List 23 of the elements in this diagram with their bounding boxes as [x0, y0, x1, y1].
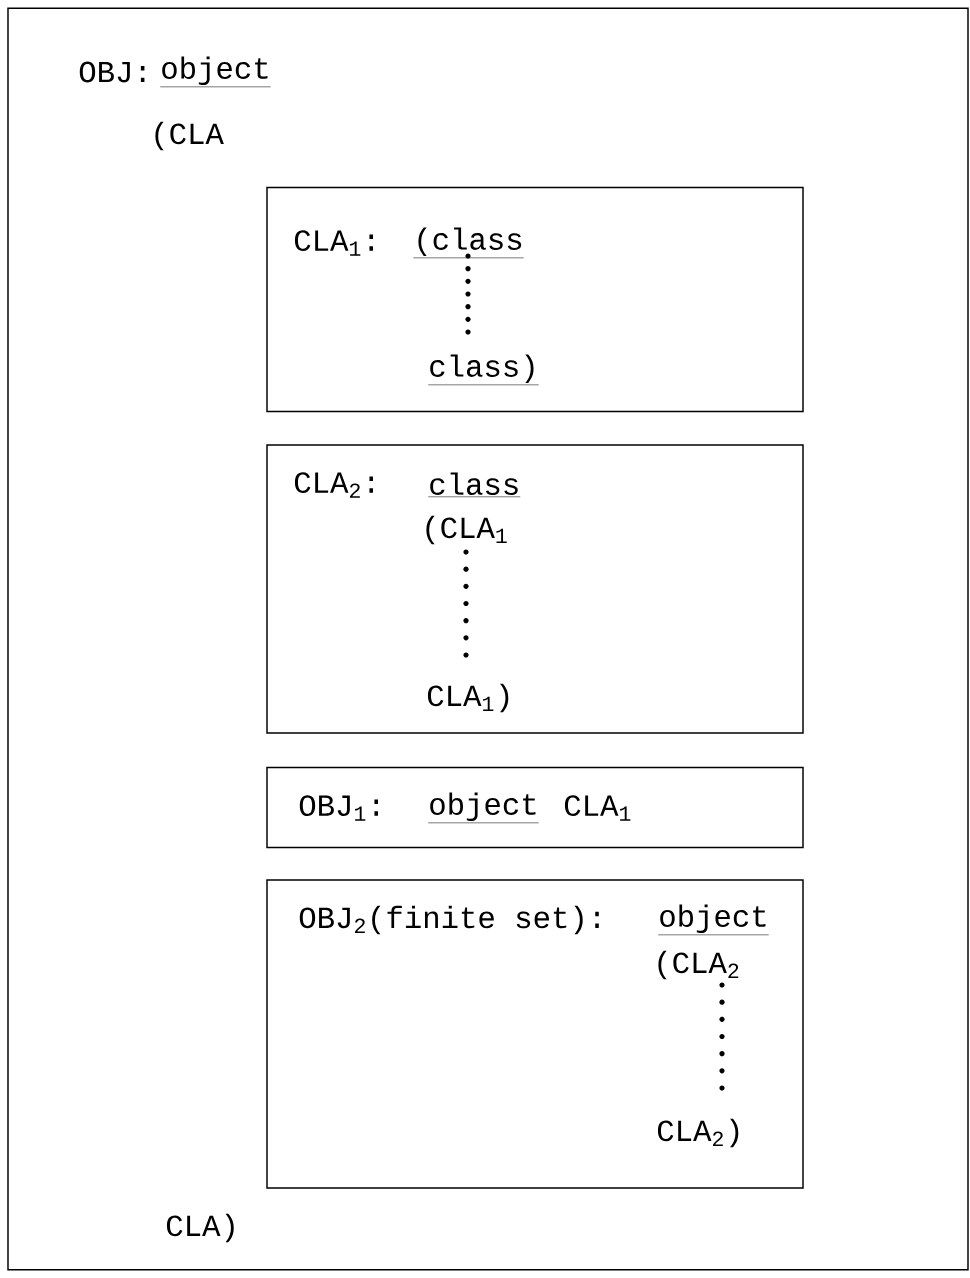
definition-box [266, 444, 804, 734]
code-text: OBJ: [79, 61, 145, 83]
code-text: object [658, 904, 769, 936]
code-text: object [160, 56, 271, 88]
definition-box [266, 766, 804, 849]
code-text: class [428, 472, 521, 498]
code-text: CLA$_{1}$) [427, 683, 509, 713]
definition-box [266, 186, 804, 413]
code-text: CLA$_{2}$: [294, 472, 373, 498]
code-text: class) [428, 354, 539, 386]
code-text: CLA$_{1}$: [294, 230, 373, 256]
code-text: OBJ$_{2}$(finite set): [299, 905, 599, 935]
code-text: (CLA$_{2}$ [658, 950, 739, 980]
code-text: (class [413, 227, 524, 259]
code-text: object [428, 792, 539, 824]
outer-frame [7, 7, 969, 1271]
code-text: CLA$_{2}$) [657, 1118, 739, 1148]
code-text: (CLA$_{1}$ [426, 515, 507, 545]
code-text: CLA$_{1}$ [564, 795, 631, 821]
definition-box [266, 879, 804, 1189]
code-text: OBJ$_{1}$: [299, 795, 378, 821]
code-text: CLA) [166, 1213, 234, 1243]
code-text: (CLA [155, 121, 224, 151]
